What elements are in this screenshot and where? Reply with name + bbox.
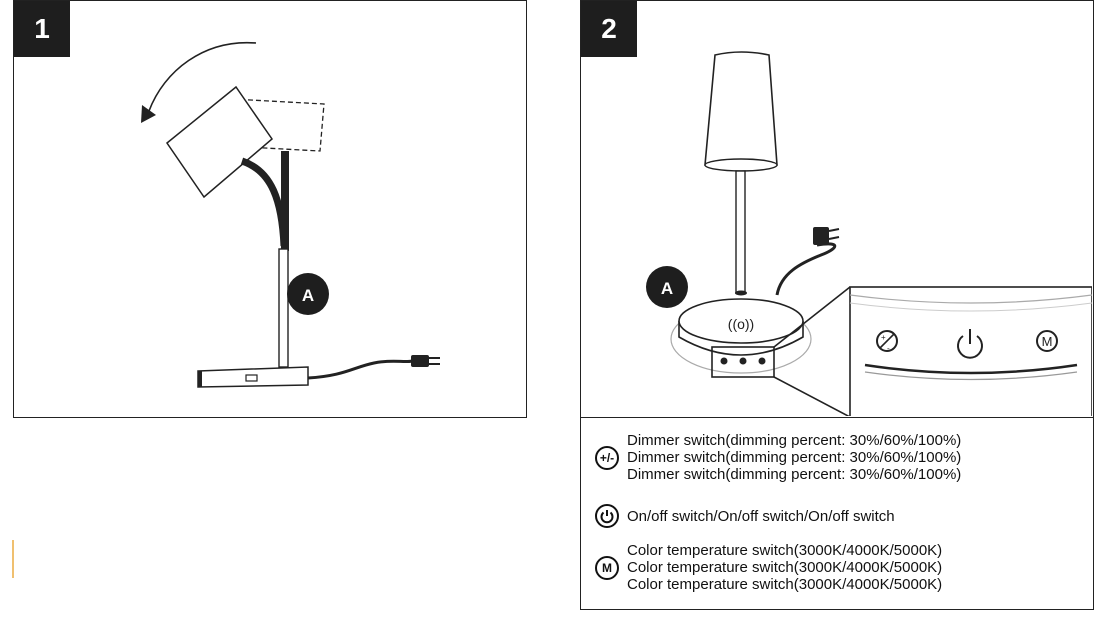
callout-a-label: A <box>302 286 314 305</box>
lamp-pole <box>278 248 289 368</box>
step-2-badge: 2 <box>581 1 637 57</box>
step-1-badge: 1 <box>14 1 70 57</box>
step-2-panel: 2 ((o)) + - <box>580 0 1094 418</box>
zoom-power-icon <box>957 329 983 359</box>
base-control-strip <box>711 346 775 378</box>
zoom-box <box>849 286 1092 416</box>
wireless-charging-icon: ((o)) <box>728 316 754 332</box>
base-top <box>678 298 804 344</box>
lamp-shade <box>704 51 778 170</box>
svg-text:M: M <box>1042 334 1053 349</box>
rotated-lamp-head <box>165 85 274 199</box>
power-plug <box>813 227 829 245</box>
power-cable <box>775 242 837 296</box>
base-end-cap <box>198 371 202 387</box>
upper-pole <box>281 151 289 251</box>
callout-a-marker <box>287 273 329 315</box>
color-temp-desc-line: Color temperature switch(3000K/4000K/500… <box>627 559 943 576</box>
callout-a-marker <box>646 266 688 308</box>
legend-power: On/off switch/On/off switch/On/off switc… <box>595 504 895 528</box>
rotation-arrowhead <box>141 105 156 123</box>
dimmer-desc-line: Dimmer switch(dimming percent: 30%/60%/1… <box>627 449 962 466</box>
legend-color-temp: M Color temperature switch(3000K/4000K/5… <box>595 542 942 593</box>
lamp-controls-illustration: ((o)) + - M A <box>646 51 1092 416</box>
zoom-dimmer-icon: + - <box>876 330 898 353</box>
power-plug <box>411 355 429 367</box>
color-temp-icon: M <box>595 555 619 580</box>
svg-text:-: - <box>887 344 890 353</box>
rotation-arrow <box>148 41 257 112</box>
gooseneck-arm <box>240 157 288 247</box>
zoom-color-temp-icon: M <box>1036 330 1058 352</box>
controls-legend: +/- Dimmer switch(dimming percent: 30%/6… <box>580 417 1094 610</box>
dimmer-desc-line: Dimmer switch(dimming percent: 30%/60%/1… <box>627 466 962 483</box>
power-desc-line: On/off switch/On/off switch/On/off switc… <box>627 507 895 525</box>
power-icon <box>595 504 619 528</box>
svg-text:+: + <box>881 333 886 342</box>
color-temp-desc-line: Color temperature switch(3000K/4000K/500… <box>627 542 943 559</box>
color-temp-desc-line: Color temperature switch(3000K/4000K/500… <box>627 576 943 593</box>
base-port <box>245 374 258 382</box>
legend-dimmer: +/- Dimmer switch(dimming percent: 30%/6… <box>595 432 961 483</box>
edge-mark <box>12 540 14 578</box>
dimmer-icon: +/- <box>595 445 619 470</box>
step-1-panel: 1 A <box>13 0 527 418</box>
callout-a-label: A <box>661 279 673 298</box>
power-cable <box>307 359 413 380</box>
lamp-rotate-illustration: A <box>141 41 440 388</box>
dimmer-desc-line: Dimmer switch(dimming percent: 30%/60%/1… <box>627 432 962 449</box>
lamp-pole <box>735 170 746 294</box>
